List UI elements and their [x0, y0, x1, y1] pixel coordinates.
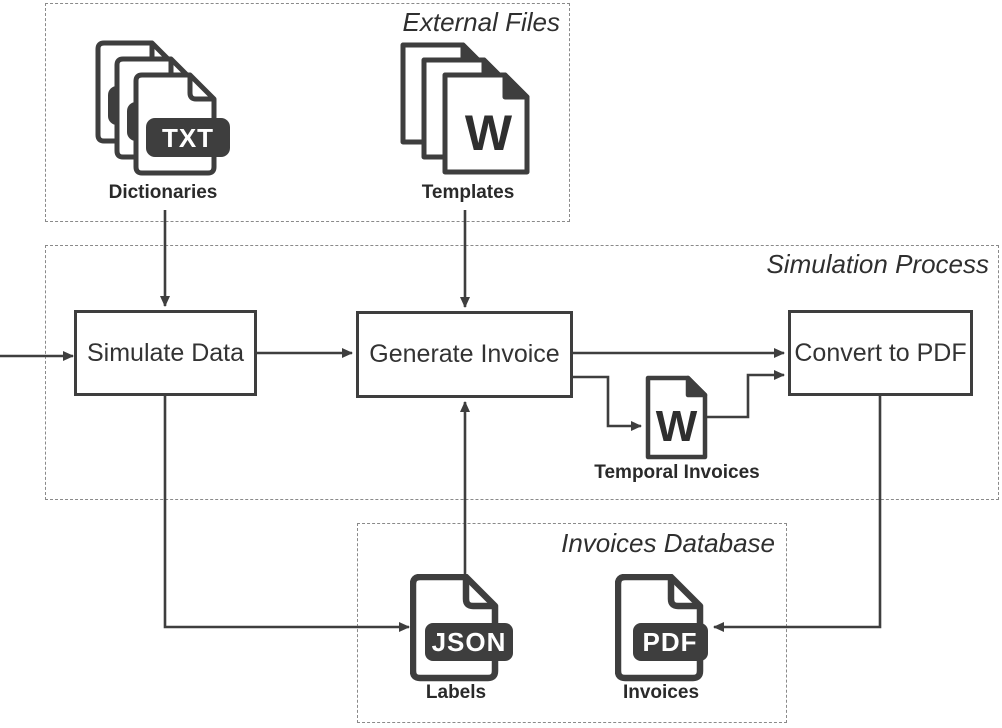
- connector-convert-to-invoices: [713, 396, 882, 632]
- pdf-badge-text: PDF: [643, 627, 698, 657]
- word-glyph: W: [656, 402, 698, 451]
- node-simulate-data: Simulate Data: [74, 310, 257, 396]
- group-simulation-process: Simulation Process: [45, 245, 999, 500]
- word-files-stack-icon: W W W: [400, 42, 530, 175]
- connector-simulate-to-labels: [163, 396, 410, 632]
- pdf-file-icon: PDF: [615, 574, 708, 682]
- txt-files-stack-icon: TXT TXT TXT: [95, 40, 230, 176]
- caption-invoices: Invoices: [622, 682, 700, 703]
- group-label-simulation-process: Simulation Process: [766, 249, 989, 279]
- node-label-convert-to-pdf: Convert to PDF: [794, 338, 967, 367]
- connector-generate-to-temporal: [573, 375, 642, 431]
- json-file-icon: JSON: [410, 574, 513, 682]
- connector-temporal-to-convert: [705, 370, 785, 419]
- word-file-icon: W: [645, 375, 708, 460]
- group-label-invoices-database: Invoices Database: [561, 528, 775, 558]
- node-generate-invoice: Generate Invoice: [356, 311, 573, 398]
- word-glyph: W: [465, 105, 513, 161]
- group-external-files: External Files: [45, 3, 570, 222]
- node-label-simulate-data: Simulate Data: [86, 338, 245, 367]
- node-label-generate-invoice: Generate Invoice: [369, 340, 560, 368]
- group-invoices-database: Invoices Database: [357, 523, 787, 723]
- json-badge-text: JSON: [432, 627, 507, 657]
- txt-badge-text: TXT: [162, 123, 214, 153]
- node-convert-to-pdf: Convert to PDF: [788, 310, 973, 396]
- caption-dictionaries: Dictionaries: [108, 182, 218, 203]
- caption-temporal-invoices: Temporal Invoices: [594, 462, 760, 483]
- caption-templates: Templates: [421, 182, 515, 203]
- caption-labels: Labels: [425, 682, 487, 703]
- group-label-external-files: External Files: [402, 7, 561, 37]
